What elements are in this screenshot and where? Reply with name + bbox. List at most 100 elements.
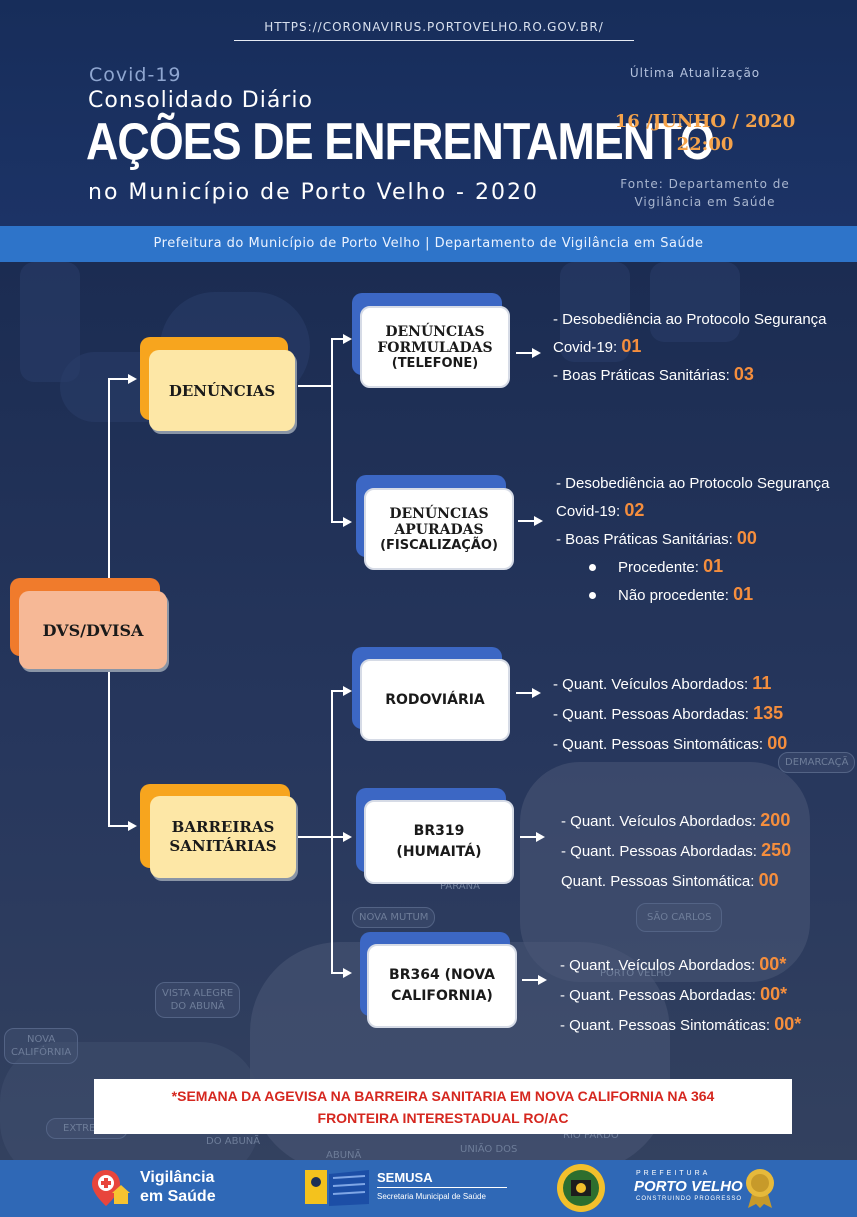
info-value: 01 [703,556,724,576]
info-line: Quant. Pessoas Sintomática: 00 [561,866,791,896]
info-line: - Quant. Veículos Abordados: 11 [553,669,787,699]
rodoviaria-label: RODOVIÁRIA [385,692,485,708]
denuncias-label: DENÚNCIAS [168,381,276,400]
info-line: - Quant. Pessoas Abordadas: 00* [560,980,801,1010]
connector-line [331,338,345,340]
map-label: ABUNÃ [326,1150,362,1161]
info-value: 00* [759,954,787,974]
barreiras-label-1: BARREIRAS [171,818,275,836]
page-title: AÇÕES DE ENFRENTAMENTO [86,113,715,171]
connector-line [516,692,534,694]
map-label: DO ABUNÃ [206,1136,261,1147]
arrow-right-icon [343,517,352,527]
apuradas-label-1: DENÚNCIAS [389,505,489,522]
br319-label-1: BR319 [413,823,465,839]
semusa-subtitle: Secretaria Municipal de Saúde [377,1192,486,1201]
consolidado-label: Consolidado Diário [88,88,313,113]
info-value: 11 [752,673,772,693]
arrow-right-icon [532,688,541,698]
map-label: PORTO VELHO [600,968,672,979]
map-label: NOVA MUTUM [352,907,436,928]
connector-line [108,378,130,380]
bg-shape [650,262,740,342]
info-value: 200 [760,810,791,830]
info-value: 00* [760,984,788,1004]
info-value: 02 [624,500,645,520]
award-badge-icon [744,1168,776,1208]
arrow-right-icon [343,686,352,696]
apuradas-label-3: (FISCALIZAÇÃO) [380,537,498,553]
prefeitura-label: PREFEITURA [636,1170,711,1177]
info-text: - Boas Práticas Sanitárias: [553,367,734,384]
vigilancia-line-1: Vigilância [140,1169,215,1186]
info-line: - Quant. Veículos Abordados: 00* [560,950,801,980]
map-label-line: NOVA [26,1034,56,1045]
formuladas-info: - Desobediência ao Protocolo Segurança C… [553,306,827,389]
info-value: 00 [767,733,788,753]
formuladas-label-2: FORMULADAS [377,339,493,356]
info-text: Covid-19: [556,503,625,520]
header: HTTPS://CORONAVIRUS.PORTOVELHO.RO.GOV.BR… [0,0,857,226]
br364-label-2: CALIFORNIA) [391,988,493,1004]
info-value: 00 [736,528,757,548]
info-text: - Quant. Pessoas Abordadas: [560,987,761,1004]
bullet-icon [589,591,596,599]
arrow-right-icon [534,516,543,526]
info-text: - Quant. Veículos Abordados: [553,676,753,693]
info-text: - Boas Práticas Sanitárias: [556,531,737,548]
info-value: 03 [733,364,754,384]
agevisa-note: *SEMANA DA AGEVISA NA BARREIRA SANITARIA… [94,1079,792,1134]
update-time: 22:00 [676,134,734,155]
info-line: - Desobediência ao Protocolo Segurança [556,475,830,492]
connector-line [108,668,110,826]
connector-line [331,972,345,974]
bg-shape [560,262,630,362]
info-text: Quant. Pessoas Sintomática: [561,873,759,890]
info-text: Covid-19: [553,339,622,356]
info-value: 01 [621,336,642,356]
info-text: - Quant. Pessoas Abordadas: [553,706,754,723]
info-line: - Quant. Pessoas Sintomáticas: 00* [560,1010,801,1040]
br364-box: BR364 (NOVA CALIFORNIA) [367,944,517,1028]
note-line-1: *SEMANA DA AGEVISA NA BARREIRA SANITARIA… [171,1088,715,1104]
info-line: - Quant. Veículos Abordados: 200 [561,806,791,836]
connector-line [331,690,333,973]
info-text: Procedente: [618,559,704,576]
rodoviaria-box: RODOVIÁRIA [360,659,510,741]
connector-line [108,378,110,578]
connector-line [298,385,332,387]
site-url-link[interactable]: HTTPS://CORONAVIRUS.PORTOVELHO.RO.GOV.BR… [264,20,604,34]
source-line-1: Fonte: Departamento de [620,177,790,191]
map-label: RIO PARDO [563,1130,619,1141]
semusa-logo-icon [305,1168,369,1208]
info-value: 135 [753,703,784,723]
porto-velho-label: PORTO VELHO [634,1178,743,1195]
info-line: - Quant. Pessoas Sintomáticas: 00 [553,729,787,759]
arrow-right-icon [343,968,352,978]
map-label: DEMARCAÇÃ [778,752,856,773]
arrow-right-icon [128,374,137,384]
info-line: Procedente: 01 [556,553,830,581]
info-text: Não procedente: [618,587,734,604]
info-text: - Quant. Veículos Abordados: [561,813,761,830]
info-text: - Quant. Pessoas Abordadas: [561,843,762,860]
br364-info: - Quant. Veículos Abordados: 00* - Quant… [560,950,801,1040]
rodoviaria-info: - Quant. Veículos Abordados: 11 - Quant.… [553,669,787,759]
info-line: - Boas Práticas Sanitárias: 00 [556,525,830,553]
connector-line [522,979,540,981]
note-line-2: FRONTEIRA INTERESTADUAL RO/AC [317,1110,569,1126]
arrow-right-icon [532,348,541,358]
barreiras-label-2: SANITÁRIAS [169,837,277,855]
vigilancia-logo-icon [90,1168,132,1210]
br364-label-1: BR364 (NOVA [389,967,495,983]
connector-line [516,352,534,354]
connector-line [331,521,345,523]
bullet-icon [589,563,596,571]
map-label-line: VISTA ALEGRE [162,988,234,999]
connector-line [520,836,538,838]
formuladas-label-1: DENÚNCIAS [385,323,485,340]
